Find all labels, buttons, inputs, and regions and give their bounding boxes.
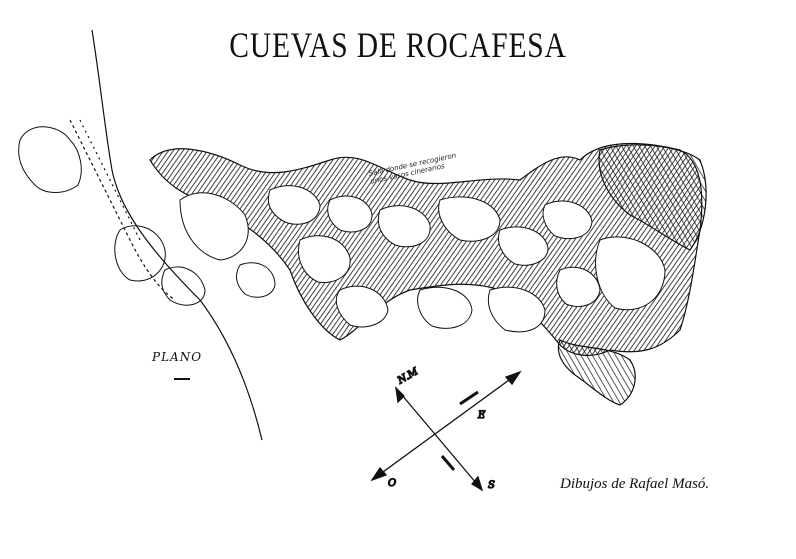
compass-s-label: S xyxy=(488,480,495,491)
plan-label: PLANO xyxy=(152,350,203,364)
rock-boulders xyxy=(179,185,666,333)
compass-o-label: O xyxy=(388,478,396,489)
compass-nm-label: N.M xyxy=(395,366,421,387)
plan-underline xyxy=(174,378,190,380)
rock-outline-left xyxy=(18,126,206,306)
map-title: CUEVAS DE ROCAFESA xyxy=(229,25,567,65)
compass-e-label: E xyxy=(477,410,486,421)
drawing-credit: Dibujos de Rafael Masó. xyxy=(560,476,710,492)
road-lines xyxy=(69,29,263,441)
compass-rose: N.M E O S xyxy=(370,365,522,492)
